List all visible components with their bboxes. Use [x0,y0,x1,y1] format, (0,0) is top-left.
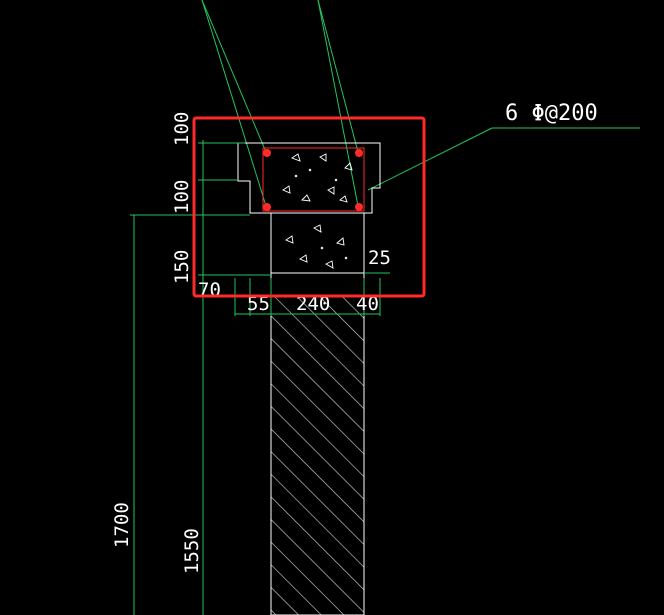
rebar-top-left [263,149,271,157]
dim-100-top: 100 [171,112,193,146]
dim-55: 55 [247,293,270,315]
dim-100-mid: 100 [171,180,193,214]
dim-150: 150 [171,250,193,284]
highlight-box [192,116,426,298]
dim-40: 40 [356,293,379,315]
dim-1700: 1700 [111,502,133,548]
dimension-texts: 100 100 150 25 70 55 240 40 1700 1550 [111,112,391,574]
label-leader [367,127,640,191]
rebar-bottom-left [263,203,271,211]
dim-1550: 1550 [181,528,203,574]
beam-outline [237,142,381,274]
rebar-spec-label: 6 Φ@200 [505,101,598,126]
stirrup [262,147,365,212]
rebar-leader-lines [201,0,359,207]
rebar-top-right [355,149,363,157]
dim-25: 25 [368,247,391,269]
concrete-fill-marks [282,153,353,269]
dim-240: 240 [296,293,330,315]
rebar-bottom-right [355,203,363,211]
rebars [263,149,363,211]
wall-section [270,220,365,615]
dim-70: 70 [198,279,221,301]
dimension-lines [130,140,390,615]
